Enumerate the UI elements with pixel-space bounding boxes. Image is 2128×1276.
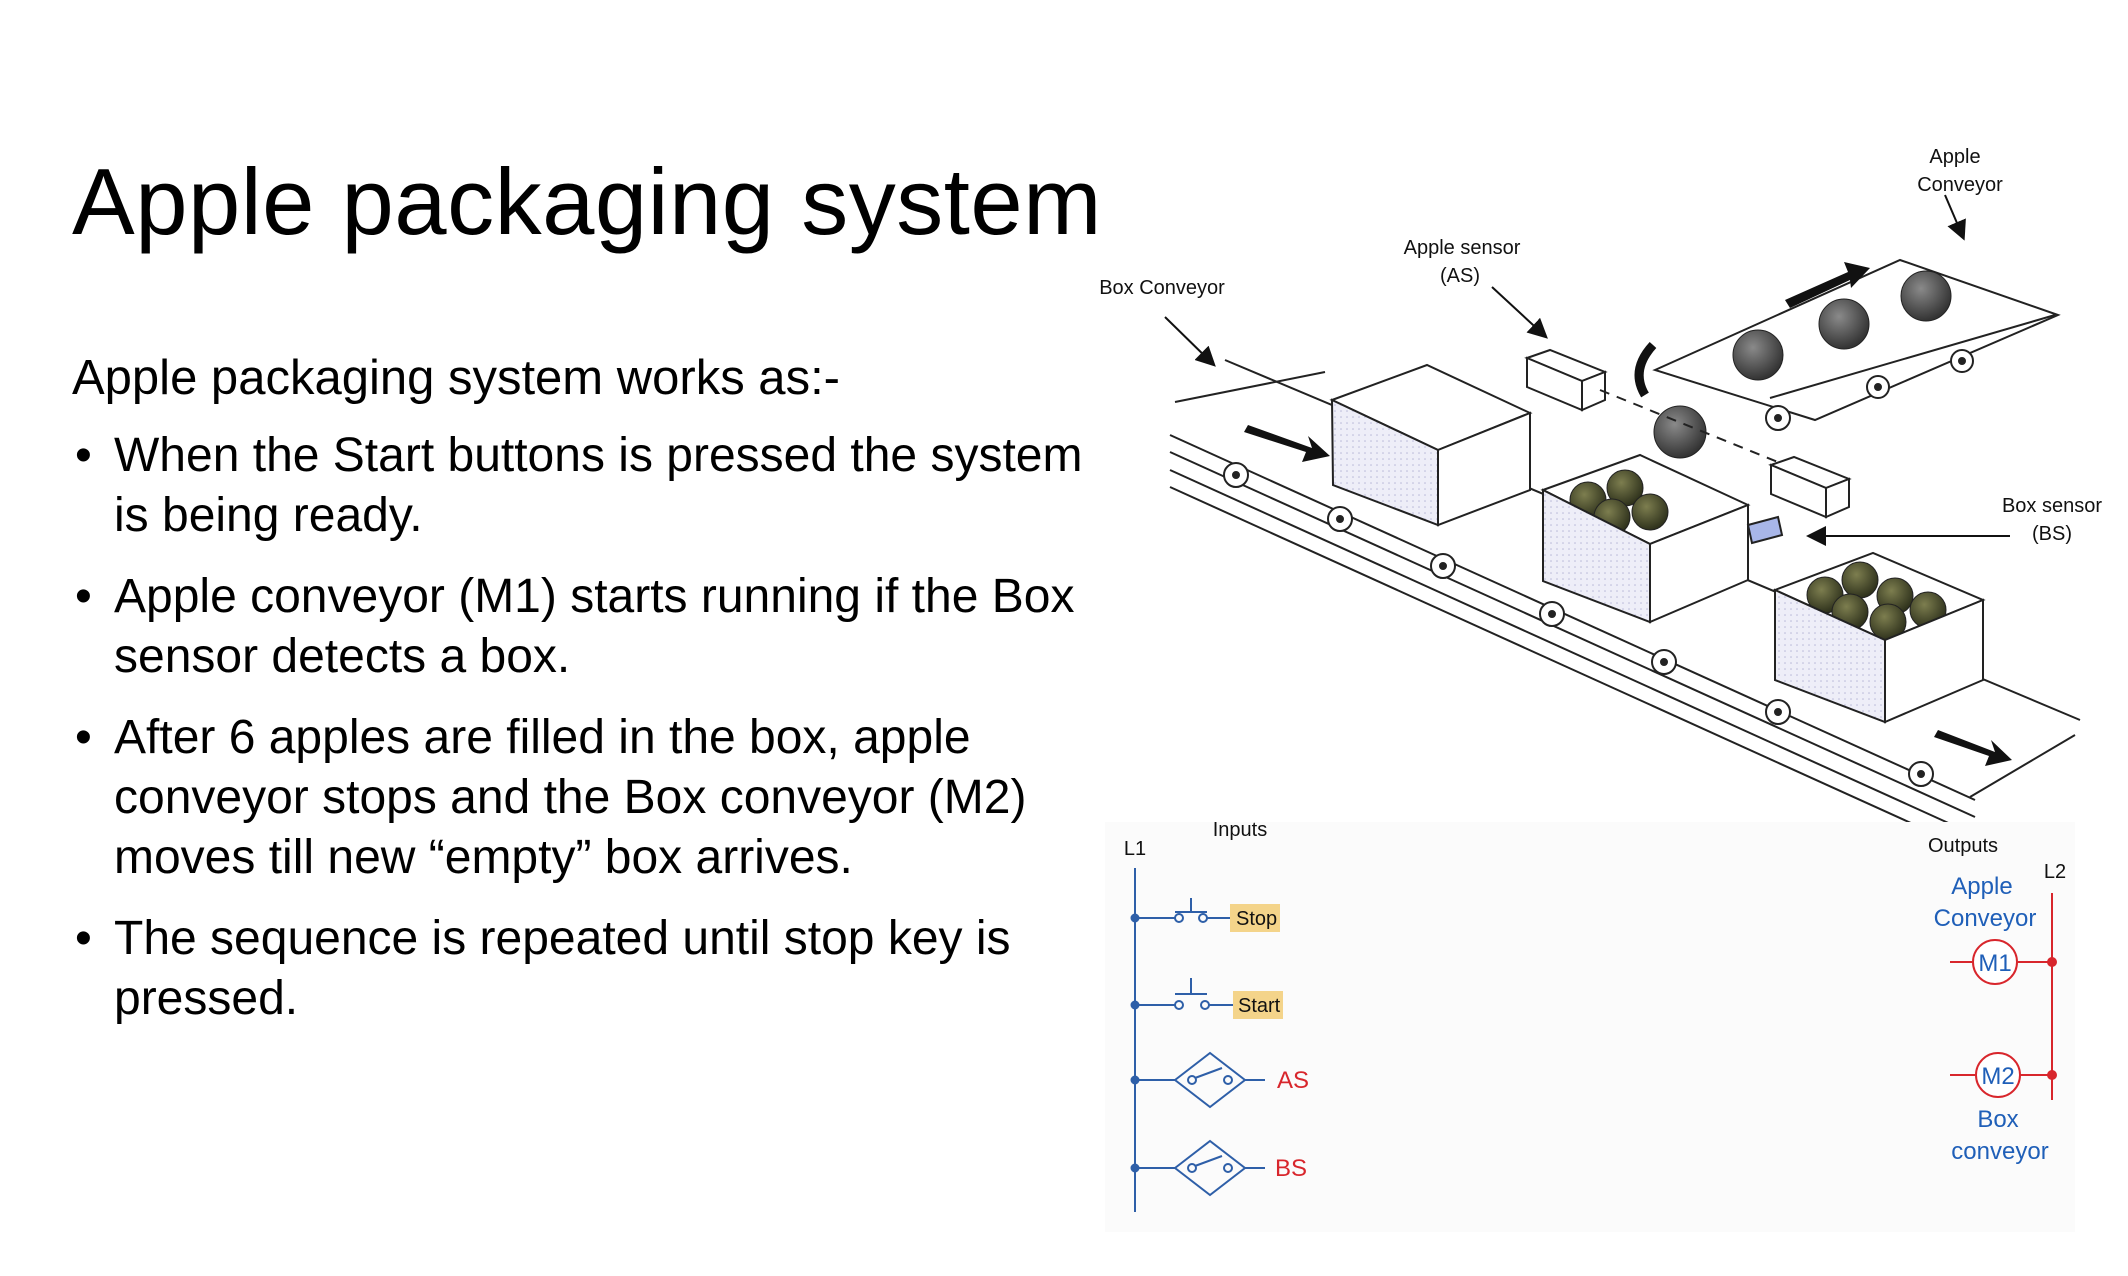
apple-conveyor-label-line1: Apple <box>1929 146 1980 168</box>
apple-sensor-label-line1: Apple sensor <box>1404 237 1521 259</box>
apple-sensor <box>1524 348 1608 412</box>
stop-input <box>1130 898 1230 923</box>
m2-label-line1: Box <box>1977 1106 2018 1133</box>
filling-box <box>1540 453 1751 624</box>
box-sensor-label-line1: Box sensor <box>2002 495 2102 517</box>
box-sensor-reflector <box>1746 515 1784 545</box>
apple-conveyor-pointer <box>1944 194 1966 241</box>
bullet-list: • When the Start buttons is pressed the s… <box>72 426 1092 1050</box>
box-sensor <box>1768 455 1852 519</box>
belt-rollers <box>1223 462 1934 787</box>
box-direction-arrow-right <box>1934 730 2012 766</box>
bullet-text: When the Start buttons is pressed the sy… <box>114 429 1083 542</box>
bullet-text: After 6 apples are filled in the box, ap… <box>114 711 1027 884</box>
bullet-text: The sequence is repeated until stop key … <box>114 912 1011 1025</box>
empty-box <box>1329 363 1533 527</box>
sensor-beam <box>1599 389 1811 476</box>
bullet-item: • The sequence is repeated until stop key… <box>72 909 1092 1029</box>
box-sensor-input <box>1130 1139 1265 1197</box>
m1-label: M1 <box>1978 950 2011 977</box>
bullet-dot: • <box>75 429 92 482</box>
bullet-text: Apple conveyor (M1) starts running if th… <box>114 570 1075 683</box>
stop-label: Stop <box>1236 908 1277 930</box>
start-tag <box>1233 991 1283 1019</box>
bullet-dot: • <box>75 912 92 965</box>
slide-title: Apple packaging system <box>72 149 1102 254</box>
apple-conveyor <box>1652 258 2061 431</box>
apple-conveyor-label-line2: Conveyor <box>1917 174 2003 196</box>
m2-label-line2: conveyor <box>1951 1138 2048 1165</box>
m2-label: M2 <box>1981 1063 2014 1090</box>
box-conveyor-pointer <box>1164 316 1216 367</box>
apple-sensor-label-line2: (AS) <box>1440 265 1480 287</box>
l1-label: L1 <box>1124 838 1146 860</box>
apple-drop-curve-arrow <box>1634 341 1657 398</box>
start-input <box>1130 978 1233 1010</box>
m1-label-line2: Conveyor <box>1934 905 2037 932</box>
slide-intro: Apple packaging system works as:- <box>72 351 840 405</box>
inputs-title: Inputs <box>1213 819 1267 841</box>
ladder-background <box>1105 822 2075 1232</box>
bullet-dot: • <box>75 711 92 764</box>
m2-output <box>1950 1052 2057 1098</box>
bullet-item: • Apple conveyor (M1) starts running if t… <box>72 567 1092 687</box>
apple-sensor-pointer <box>1491 286 1548 339</box>
as-label: AS <box>1277 1067 1309 1094</box>
bullet-item: • After 6 apples are filled in the box, a… <box>72 708 1092 888</box>
box-conveyor-label: Box Conveyor <box>1099 277 1225 299</box>
box-direction-arrow-left <box>1244 425 1330 462</box>
box-sensor-label-line2: (BS) <box>2032 523 2072 545</box>
l2-label: L2 <box>2044 861 2066 883</box>
bs-label: BS <box>1275 1155 1307 1182</box>
start-label: Start <box>1238 995 1281 1017</box>
apple-direction-arrow <box>1785 262 1870 308</box>
m1-output <box>1950 939 2057 985</box>
apple-sensor-input <box>1130 1051 1265 1109</box>
m1-label-line1: Apple <box>1951 873 2012 900</box>
bullet-item: • When the Start buttons is pressed the s… <box>72 426 1092 546</box>
full-box <box>1772 551 1986 724</box>
outputs-title: Outputs <box>1928 835 1998 857</box>
stop-tag <box>1230 904 1280 932</box>
bullet-dot: • <box>75 570 92 623</box>
